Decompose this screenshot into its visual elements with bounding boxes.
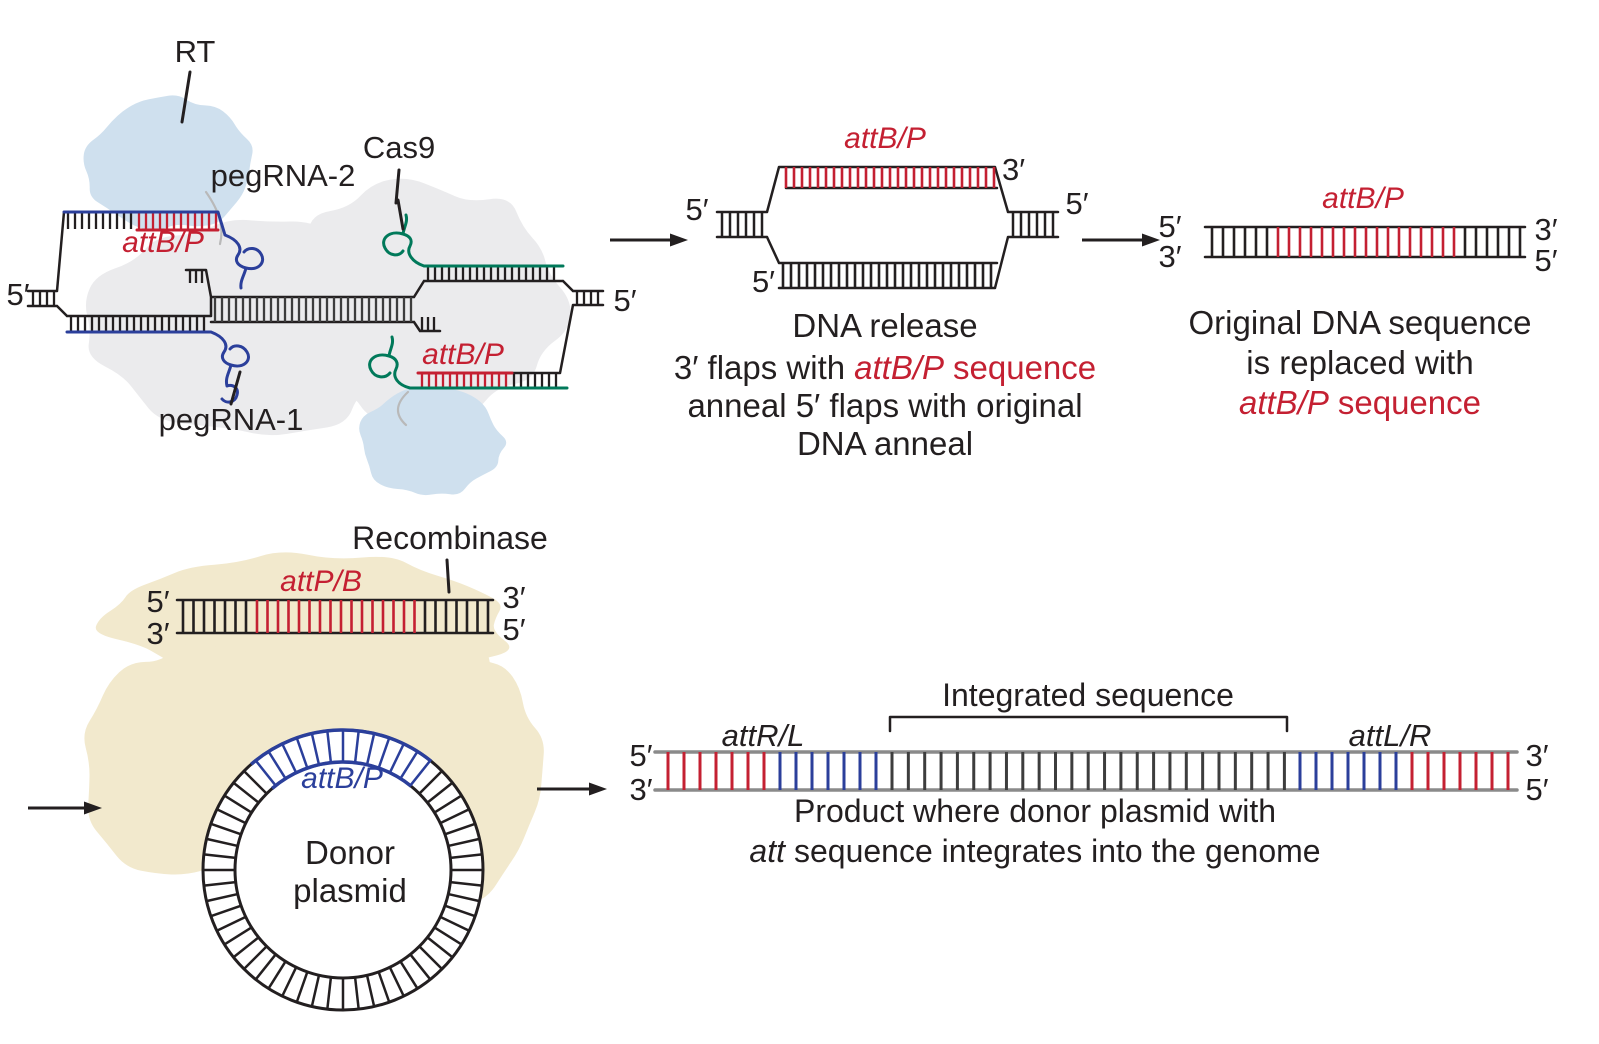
attbp-label: attB/P xyxy=(1322,182,1404,215)
dna-release-caption-line4: DNA anneal xyxy=(797,425,973,462)
rt-protein-blob xyxy=(83,95,253,230)
caption-sequence: sequence xyxy=(953,349,1096,386)
top-flap-ticks xyxy=(66,213,218,229)
attbp-label-top: attB/P xyxy=(122,226,204,259)
green-duplex-ticks xyxy=(426,266,556,280)
replaced-caption-line2: is replaced with xyxy=(1246,344,1473,381)
rt-label: RT xyxy=(175,34,216,69)
twin-pe-complex-panel: RT pegRNA-2 Cas9 pegRNA-1 attB/P attB/P … xyxy=(6,34,636,437)
attrl-label: attR/L xyxy=(722,718,805,753)
three-prime-label: 3′ xyxy=(1158,239,1181,274)
dna-release-caption-line3: anneal 5′ flaps with original xyxy=(687,387,1082,424)
pegrna-rt2-linker xyxy=(396,390,410,427)
attpb-duplex-ticks xyxy=(181,600,490,633)
recombinase-donor-panel: Recombinase attP/B 5′ 3′ 3′ 5′ attB/P Do… xyxy=(146,520,548,1012)
lower-left-duplex-ticks xyxy=(69,316,206,331)
five-prime-label: 5′ xyxy=(685,192,708,227)
replaced-duplex-ticks xyxy=(1210,227,1522,257)
dna-release-panel: attB/P 3′ 5′ 5′ 5′ DNA release 3′ flaps … xyxy=(674,122,1096,462)
attbp-flap-rails xyxy=(135,228,514,375)
five-prime-label: 5′ xyxy=(502,612,525,647)
label-pointer-lines xyxy=(180,70,405,406)
pegrna1-label: pegRNA-1 xyxy=(159,402,304,437)
rt-protein-blob-2 xyxy=(359,386,507,496)
integrated-sequence-bracket xyxy=(888,715,1289,733)
three-prime-label: 3′ xyxy=(1534,212,1557,247)
three-prime-label: 3′ xyxy=(146,616,169,651)
nick-comb-left xyxy=(188,270,204,283)
step-arrow-4 xyxy=(537,782,607,796)
five-prime-label: 5′ xyxy=(1158,209,1181,244)
right-stub-ticks xyxy=(1011,212,1055,237)
cas9-label: Cas9 xyxy=(363,130,435,165)
right-stub-ticks xyxy=(575,291,600,305)
five-prime-label: 5′ xyxy=(1065,186,1088,221)
product-caption-line1: Product where donor plasmid with xyxy=(794,793,1276,829)
step-arrow-1 xyxy=(610,233,688,247)
left-stub-ticks xyxy=(720,212,764,237)
plasmid-attbp-arc xyxy=(250,728,433,790)
integrated-sequence-label: Integrated sequence xyxy=(942,677,1234,713)
product-strand-ticks xyxy=(666,752,1510,790)
five-prime-label: 5′ xyxy=(752,264,775,299)
caption-sequence: sequence xyxy=(1338,384,1481,421)
nick-comb-right xyxy=(420,317,436,330)
attbp-label: attB/P xyxy=(844,122,926,155)
three-prime-label: 3′ xyxy=(502,580,525,615)
attbp-flap-ticks xyxy=(784,167,996,188)
step-arrow-2 xyxy=(1082,233,1160,247)
caption-text: 3′ flaps with xyxy=(674,349,845,386)
five-prime-label: 5′ xyxy=(1525,772,1548,807)
step-arrows xyxy=(28,233,1160,815)
attpb-duplex-rails xyxy=(175,598,495,635)
dna-release-caption-line1: DNA release xyxy=(792,307,977,344)
step-arrow-3 xyxy=(28,801,102,815)
replaced-caption-line1: Original DNA sequence xyxy=(1188,304,1531,341)
five-prime-label: 5′ xyxy=(146,584,169,619)
caption-attbp: attB/P xyxy=(854,349,944,386)
pegrna2-strand xyxy=(368,213,569,390)
three-prime-label: 3′ xyxy=(629,772,652,807)
recombinase-pointer-line xyxy=(445,558,451,594)
bottom-flap-ticks xyxy=(420,373,558,388)
pegrna2-label: pegRNA-2 xyxy=(211,158,356,193)
five-prime-label: 5′ xyxy=(6,277,29,312)
replaced-sequence-panel: attB/P 5′ 3′ 3′ 5′ Original DNA sequence… xyxy=(1158,182,1557,421)
caption-rest: sequence integrates into the genome xyxy=(794,833,1321,869)
integration-product-panel: Integrated sequence attR/L attL/R 5′ 3′ … xyxy=(629,677,1548,869)
five-prime-label: 5′ xyxy=(1534,243,1557,278)
central-duplex-ticks xyxy=(213,297,413,322)
left-stub-ticks xyxy=(31,291,56,306)
attlr-label: attL/R xyxy=(1349,718,1432,753)
three-prime-label: 3′ xyxy=(1525,738,1548,773)
five-prime-label: 5′ xyxy=(629,738,652,773)
donor-plasmid-ring xyxy=(201,728,485,1012)
caption-att: att xyxy=(749,833,786,869)
caption-attbp: attB/P xyxy=(1239,384,1329,421)
pegrna1-strand xyxy=(62,210,265,404)
attbp-label-bottom: attB/P xyxy=(422,338,504,371)
donor-attbp-label: attB/P xyxy=(301,762,383,795)
cas9-protein-blob-right xyxy=(287,178,571,422)
three-prime-label: 3′ xyxy=(1002,152,1025,187)
donor-plasmid-label-line1: Donor xyxy=(305,834,395,871)
attpb-label: attP/B xyxy=(280,565,362,598)
donor-plasmid-label-line2: plasmid xyxy=(293,872,407,909)
protein-blobs xyxy=(83,95,571,496)
product-strand-rails xyxy=(653,750,1519,792)
five-prime-label: 5′ xyxy=(613,283,636,318)
original-flap-ticks xyxy=(781,263,993,288)
recombinase-label: Recombinase xyxy=(352,520,548,556)
